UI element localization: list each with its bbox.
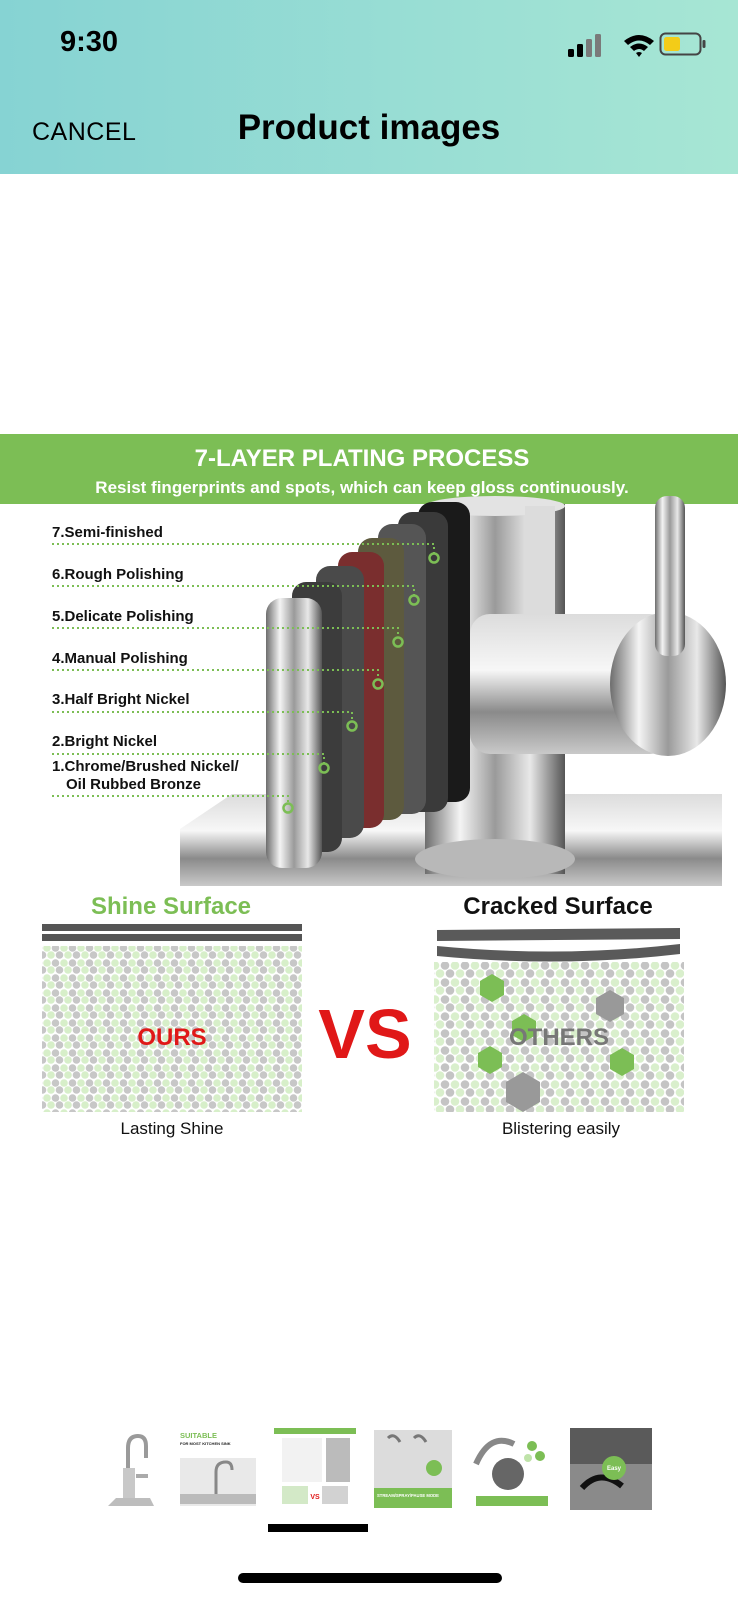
battery-icon	[659, 32, 706, 56]
svg-text:VS: VS	[310, 1494, 320, 1501]
lasting-shine-caption: Lasting Shine	[120, 1119, 223, 1138]
plating-banner	[0, 434, 738, 504]
shine-surface-pattern	[42, 924, 302, 1112]
layer-label: 2.Bright Nickel	[52, 733, 157, 750]
layer-label: 1.Chrome/Brushed Nickel/	[52, 758, 240, 775]
banner-subtitle: Resist fingerprints and spots, which can…	[95, 478, 628, 497]
thumbnail-3[interactable]: VS	[274, 1428, 356, 1510]
product-image[interactable]: 7-LAYER PLATING PROCESS Resist fingerpri…	[0, 434, 738, 1164]
status-time: 9:30	[60, 26, 119, 58]
layer-label: 4.Manual Polishing	[52, 650, 188, 667]
blistering-caption: Blistering easily	[502, 1119, 621, 1138]
cracked-surface-pattern	[434, 928, 684, 1112]
thumbnail-6[interactable]: Easy	[570, 1428, 652, 1510]
thumbnail-2[interactable]: SUITABLE FOR MOST KITCHEN SINK	[176, 1428, 258, 1510]
signal-icon	[568, 34, 601, 57]
thumbnail-4[interactable]: STREAM/SPRAY/PAUSE MODE	[372, 1428, 454, 1510]
vs-label: VS	[318, 995, 411, 1073]
thumbnail-6-badge: Easy	[607, 1466, 622, 1472]
layer-label: Oil Rubbed Bronze	[66, 776, 201, 793]
layer-guides	[52, 543, 435, 804]
thumbnail-4-tag: STREAM/SPRAY/PAUSE MODE	[377, 1493, 439, 1498]
layer-label: 7.Semi-finished	[52, 524, 163, 541]
wifi-icon	[624, 35, 654, 57]
shine-surface-heading: Shine Surface	[91, 893, 251, 920]
selected-thumbnail-indicator	[268, 1524, 368, 1532]
ours-label: OURS	[137, 1024, 206, 1051]
layer-label: 5.Delicate Polishing	[52, 608, 194, 625]
layer-label: 6.Rough Polishing	[52, 566, 184, 583]
layer-label: 3.Half Bright Nickel	[52, 691, 190, 708]
thumbnail-1[interactable]	[88, 1428, 170, 1510]
thumbnail-2-subtitle: FOR MOST KITCHEN SINK	[180, 1441, 231, 1446]
status-icons	[568, 32, 706, 57]
thumbnail-2-title: SUITABLE	[180, 1431, 217, 1440]
page-title: Product images	[237, 108, 501, 147]
thumbnail-5[interactable]	[470, 1428, 552, 1510]
cracked-surface-heading: Cracked Surface	[463, 893, 652, 920]
banner-title: 7-LAYER PLATING PROCESS	[195, 445, 530, 472]
thumbnail-strip: SUITABLE FOR MOST KITCHEN SINK VS STREAM…	[88, 1428, 668, 1510]
cancel-button[interactable]: CANCEL	[32, 118, 137, 146]
layer-markers	[282, 552, 440, 814]
home-indicator	[238, 1573, 502, 1583]
others-label: OTHERS	[509, 1024, 609, 1051]
plating-layers	[266, 502, 470, 868]
app-header: 9:30 CANCEL Product images	[0, 0, 738, 174]
layer-labels: 7.Semi-finished 6.Rough Polishing 5.Deli…	[52, 524, 240, 793]
